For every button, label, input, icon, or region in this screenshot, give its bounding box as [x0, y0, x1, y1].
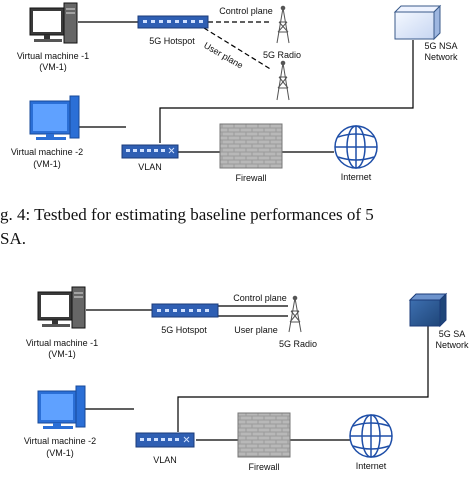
- vm2-sublabel: (VM-1): [46, 448, 74, 458]
- hotspot-device-icon: [151, 303, 219, 318]
- control-plane-label: Control plane: [233, 293, 287, 303]
- user-plane-link: [203, 27, 273, 71]
- figure-caption-line1: g. 4: Testbed for estimating baseline pe…: [0, 205, 374, 224]
- vm1-computer-icon: [29, 2, 78, 44]
- internet-globe-icon: [349, 414, 393, 458]
- hotspot-label: 5G Hotspot: [149, 36, 195, 46]
- sa-network-icon: [408, 292, 448, 328]
- network-label-line1: 5G NSA: [424, 41, 457, 51]
- user-plane-label: User plane: [234, 325, 278, 335]
- vlan-switch-icon: [135, 432, 195, 448]
- vm2-label: Virtual machine -2: [11, 147, 83, 157]
- vm2-label: Virtual machine -2: [24, 436, 96, 446]
- network-label-line2: Network: [435, 340, 469, 350]
- internet-globe-icon: [334, 125, 378, 169]
- firewall-icon: [219, 123, 283, 169]
- internet-label: Internet: [356, 461, 387, 471]
- internet-label: Internet: [341, 172, 372, 182]
- radio-tower-icon: [276, 60, 290, 101]
- hotspot-label: 5G Hotspot: [161, 325, 207, 335]
- vlan-switch-icon: [121, 144, 179, 159]
- radio-tower-icon: [276, 5, 290, 44]
- network-label-line1: 5G SA: [439, 329, 466, 339]
- vlan-to-network-link: [159, 40, 414, 143]
- firewall-label: Firewall: [235, 173, 266, 183]
- figure-caption-line2: SA.: [0, 229, 26, 248]
- radio-tower-icon: [288, 295, 302, 333]
- vm1-sublabel: (VM-1): [39, 62, 67, 72]
- vm2-computer-icon: [29, 95, 80, 140]
- user-plane-label: User plane: [202, 40, 245, 70]
- connections: [78, 21, 414, 153]
- vm2-computer-icon: [37, 385, 86, 429]
- vlan-to-network-link: [177, 326, 429, 432]
- network-label-line2: Network: [424, 52, 458, 62]
- firewall-icon: [237, 412, 291, 458]
- nsa-network-icon: [393, 4, 442, 41]
- radio-label: 5G Radio: [279, 339, 317, 349]
- connections: [84, 305, 429, 441]
- radio-label: 5G Radio: [263, 50, 301, 60]
- vm1-label: Virtual machine -1: [17, 51, 89, 61]
- hotspot-device-icon: [137, 15, 209, 29]
- vm1-computer-icon: [37, 286, 86, 329]
- sa-diagram: Virtual machine -1 (VM-1) 5G Hotspot Con…: [24, 286, 469, 472]
- nsa-diagram: Virtual machine -1 (VM-1) 5G Hotspot Con…: [11, 2, 458, 183]
- vlan-label: VLAN: [153, 455, 177, 465]
- control-plane-label: Control plane: [219, 6, 273, 16]
- vm1-sublabel: (VM-1): [48, 349, 76, 359]
- vlan-label: VLAN: [138, 162, 162, 172]
- vm2-sublabel: (VM-1): [33, 159, 61, 169]
- firewall-label: Firewall: [248, 462, 279, 472]
- vm1-label: Virtual machine -1: [26, 338, 98, 348]
